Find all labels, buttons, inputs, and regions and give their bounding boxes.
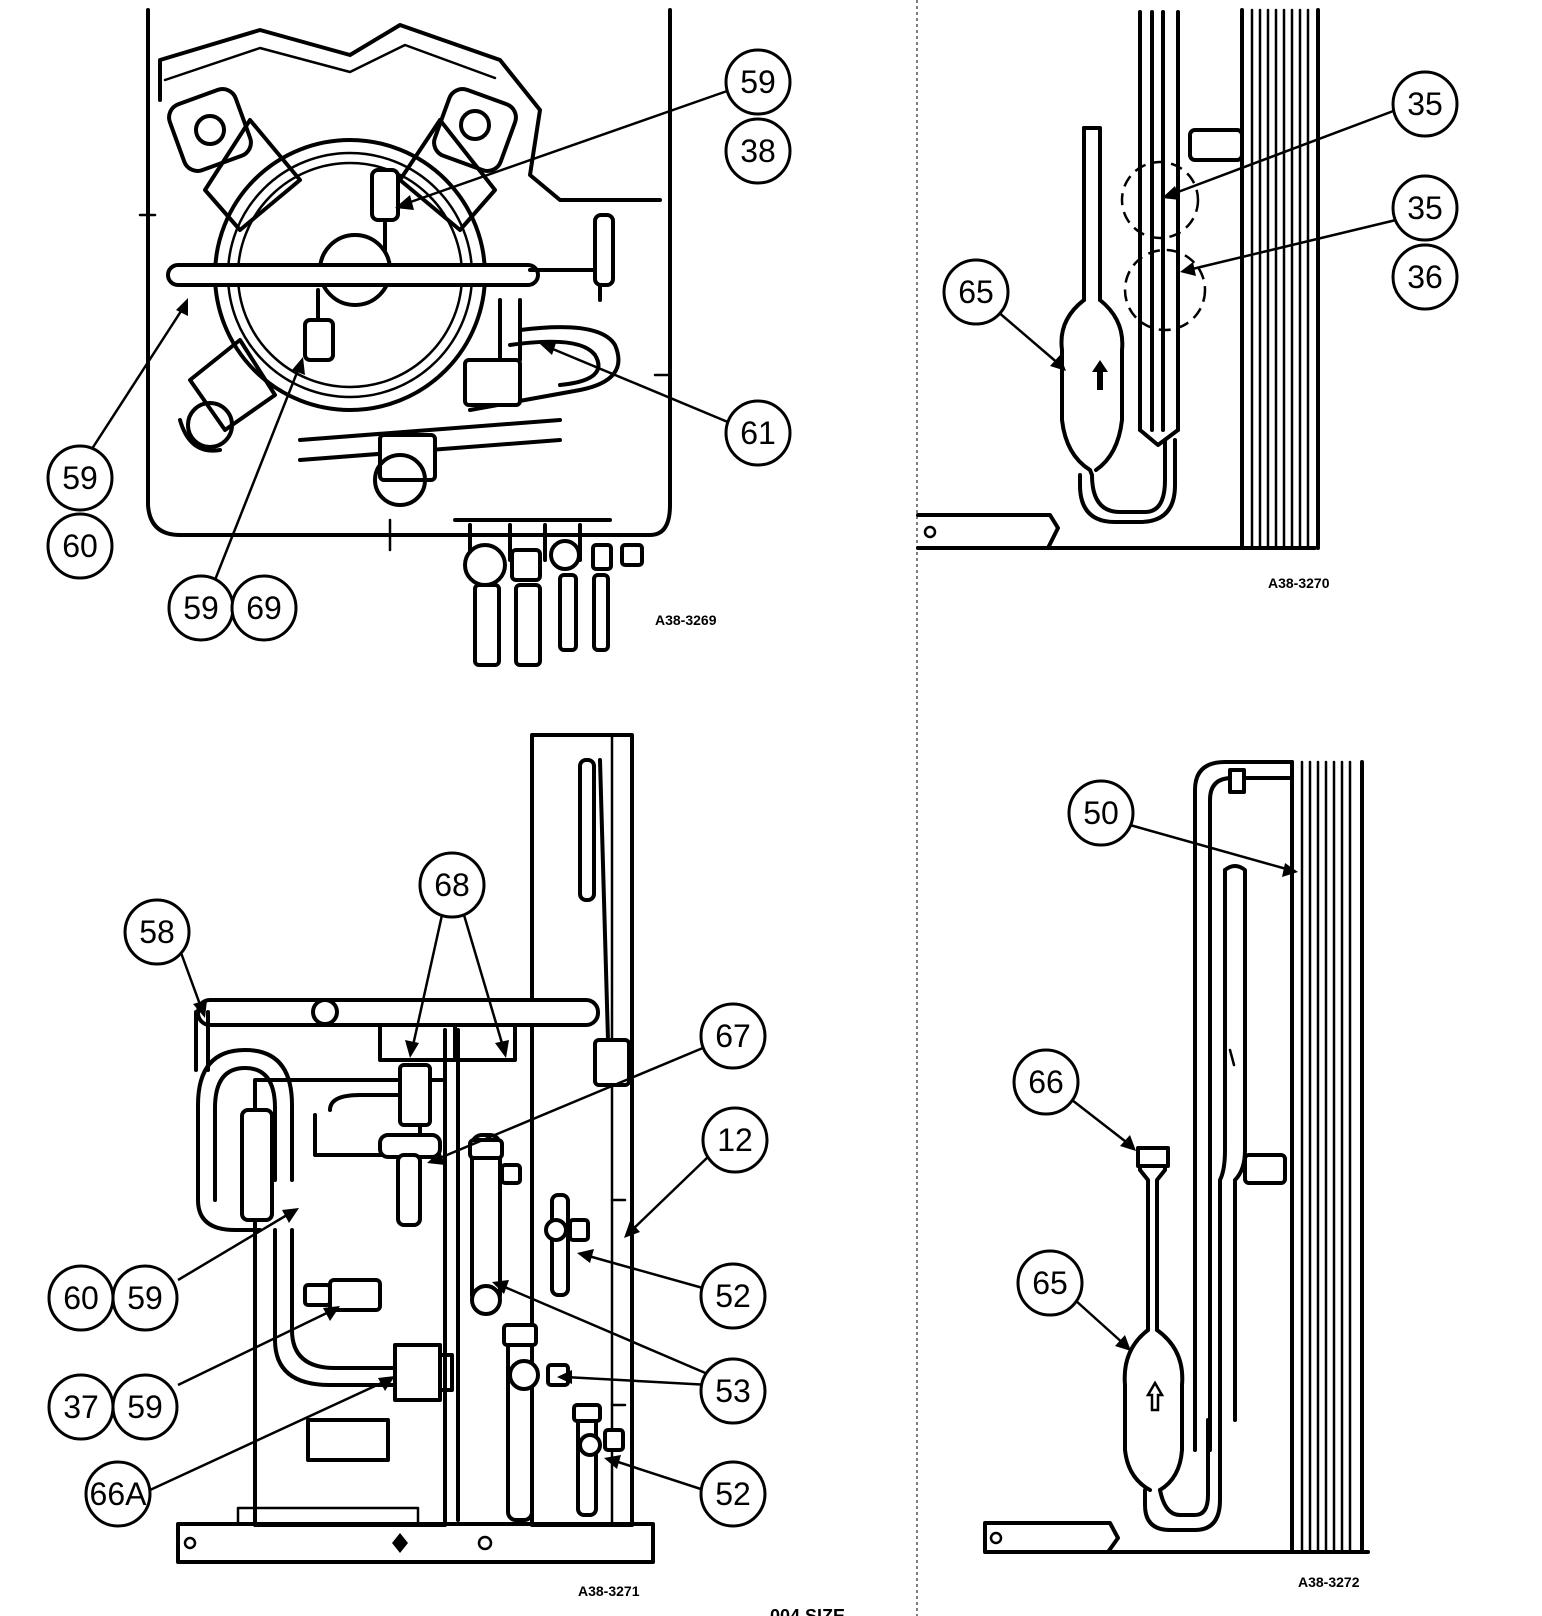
callout-37: 37 [47, 1373, 115, 1441]
leaders-tr [989, 108, 1397, 371]
callout-label: 68 [434, 867, 470, 903]
leaders-tl [86, 88, 736, 586]
callout-label: 59 [127, 1389, 163, 1425]
callout-59-bl-b: 59 [111, 1373, 179, 1441]
callout-68: 68 [418, 851, 486, 919]
callout-58: 58 [123, 898, 191, 966]
piping-side-view-panel: 68 58 67 12 60 59 52 37 59 53 66A [47, 733, 769, 1599]
callout-label: 60 [63, 1280, 99, 1316]
callout-label: 12 [717, 1122, 753, 1158]
callout-59-bl-a: 59 [111, 1264, 179, 1332]
callout-label: 35 [1407, 190, 1443, 226]
callout-35-b: 35 [1391, 174, 1459, 242]
callout-label: 59 [127, 1280, 163, 1316]
callout-label: 53 [715, 1373, 751, 1409]
callout-label: 36 [1407, 259, 1443, 295]
callout-61: 61 [724, 399, 792, 467]
callout-label: 61 [740, 415, 776, 451]
callout-label: 37 [63, 1389, 99, 1425]
callout-label: 35 [1407, 86, 1443, 122]
callout-66a: 66A [84, 1460, 152, 1528]
compressor-top-view-panel: 59 38 61 59 60 59 69 A38-3269 [46, 8, 792, 667]
callout-65-tr: 65 [942, 258, 1010, 326]
callout-60-left: 60 [46, 512, 114, 580]
callout-65-br: 65 [1016, 1249, 1084, 1317]
callout-label: 59 [62, 460, 98, 496]
coil-fins-br [1290, 760, 1364, 1554]
callout-69: 69 [230, 574, 298, 642]
callout-38: 38 [724, 117, 792, 185]
callout-label: 52 [715, 1278, 751, 1314]
callout-label: 65 [958, 274, 994, 310]
drawing-code-bl: A38-3271 [578, 1583, 640, 1599]
accumulator-coil-panel: 35 35 36 65 A38-3270 [916, 8, 1459, 591]
callout-label: 58 [139, 914, 175, 950]
drawing-code-br: A38-3272 [1298, 1574, 1360, 1590]
callout-label: 67 [715, 1018, 751, 1054]
callout-59-bottom: 59 [167, 574, 235, 642]
callout-label: 52 [715, 1476, 751, 1512]
callout-53: 53 [699, 1357, 767, 1425]
callout-36: 36 [1391, 243, 1459, 311]
leaders-br [1071, 823, 1298, 1351]
callout-52-b: 52 [699, 1460, 767, 1528]
callout-label: 65 [1032, 1265, 1068, 1301]
callout-label: 66A [90, 1476, 148, 1512]
accumulator-side-view-panel: 50 66 65 A38-3272 [983, 760, 1370, 1590]
callout-67: 67 [699, 1002, 767, 1070]
drawing-code-tl: A38-3269 [655, 612, 717, 628]
callout-label: 38 [740, 133, 776, 169]
callout-60-bl: 60 [47, 1264, 115, 1332]
callout-35-a: 35 [1391, 70, 1459, 138]
callout-66: 66 [1012, 1048, 1080, 1116]
callout-label: 59 [183, 590, 219, 626]
callout-50: 50 [1067, 779, 1135, 847]
callout-label: 50 [1083, 795, 1119, 831]
callout-12: 12 [701, 1106, 769, 1174]
leaders-bl [149, 914, 711, 1494]
footer-fragment: 004 SIZE [770, 1606, 845, 1616]
callout-label: 66 [1028, 1064, 1064, 1100]
callout-label: 69 [246, 590, 282, 626]
callout-52-a: 52 [699, 1262, 767, 1330]
callout-59-left: 59 [46, 444, 114, 512]
callout-label: 60 [62, 528, 98, 564]
coil-fins-tr [1240, 8, 1320, 550]
callout-label: 59 [740, 64, 776, 100]
drawing-code-tr: A38-3270 [1268, 575, 1330, 591]
callout-59-top: 59 [724, 48, 792, 116]
